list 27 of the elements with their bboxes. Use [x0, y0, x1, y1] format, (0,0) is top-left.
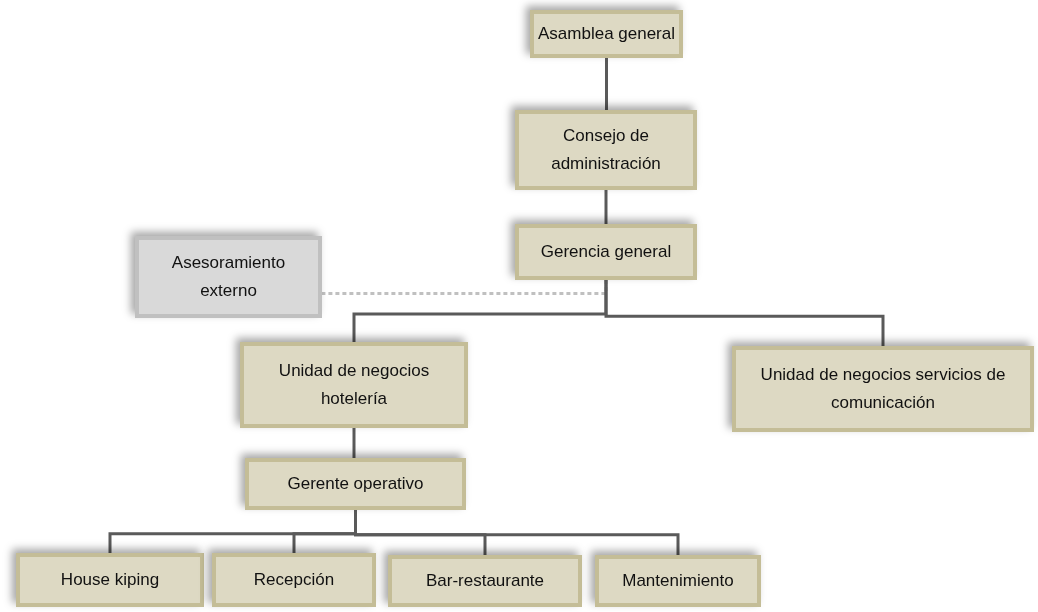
- connector-line: [605, 58, 608, 110]
- org-box: [515, 224, 697, 280]
- org-box: [515, 110, 697, 190]
- box-label: Unidad de negocios hotelería: [277, 360, 431, 410]
- box-label: House kiping: [60, 569, 160, 591]
- org-box: [530, 10, 683, 58]
- advisory-box: [135, 236, 322, 318]
- connector-line: [604, 190, 608, 224]
- org-box: [245, 458, 466, 510]
- box-label: Unidad de negocios servicios de comunicación: [759, 364, 1007, 414]
- org-box: [240, 342, 468, 428]
- box-label: Consejo de administración: [550, 125, 662, 175]
- connector-line: [354, 510, 680, 555]
- box-label: Asesoramiento externo: [170, 252, 287, 302]
- box-label: Bar-restaurante: [425, 570, 545, 592]
- org-box: [595, 555, 761, 607]
- org-box: [388, 555, 582, 607]
- org-box: [732, 346, 1034, 432]
- box-label: Mantenimiento: [622, 570, 734, 592]
- connector-line: [352, 428, 356, 458]
- connector-line: [604, 280, 885, 346]
- box-label: Gerencia general: [540, 241, 672, 263]
- org-box: [16, 553, 204, 607]
- box-label: Gerente operativo: [287, 473, 424, 495]
- box-label: Recepción: [253, 569, 335, 591]
- box-label: Asamblea general: [538, 23, 675, 45]
- org-box: [212, 553, 376, 607]
